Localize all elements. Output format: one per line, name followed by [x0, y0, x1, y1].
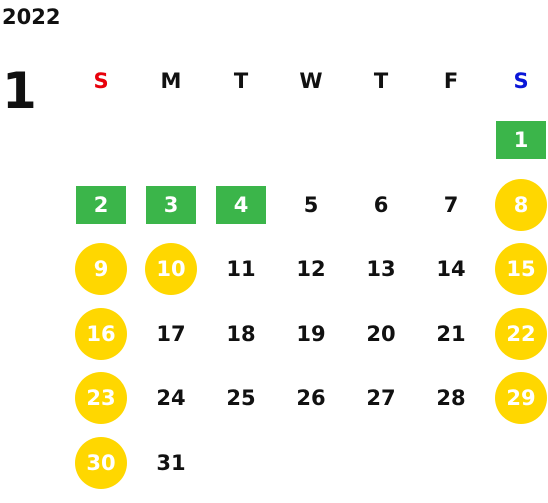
yellow-circle-highlight — [495, 243, 547, 295]
day-cell-18[interactable]: 18 — [206, 302, 276, 367]
weekday-friday: F — [443, 69, 459, 93]
year-label: 2022 — [2, 5, 61, 29]
day-cell-10[interactable]: 10 — [136, 237, 206, 302]
day-cell-24[interactable]: 24 — [136, 366, 206, 431]
weekday-saturday: S — [513, 69, 529, 93]
empty-cell — [66, 108, 136, 173]
day-number: 27 — [366, 386, 396, 411]
green-highlight — [496, 121, 546, 159]
day-number: 9 — [93, 257, 109, 282]
day-number: 18 — [226, 321, 256, 346]
day-cell-28[interactable]: 28 — [416, 366, 486, 431]
day-number: 6 — [373, 192, 389, 217]
yellow-circle-highlight — [495, 372, 547, 424]
day-cell-19[interactable]: 19 — [276, 302, 346, 367]
day-number: 31 — [156, 450, 186, 475]
yellow-circle-highlight — [145, 243, 197, 295]
empty-cell — [276, 431, 346, 496]
day-number: 5 — [303, 192, 319, 217]
weekday-tuesday: T — [233, 69, 249, 93]
day-number: 1 — [513, 128, 529, 153]
day-cell-25[interactable]: 25 — [206, 366, 276, 431]
day-number: 12 — [296, 257, 326, 282]
day-cell-30[interactable]: 30 — [66, 431, 136, 496]
day-cell-21[interactable]: 21 — [416, 302, 486, 367]
month-label: 1 — [2, 62, 37, 120]
day-cell-2[interactable]: 2 — [66, 173, 136, 238]
day-cell-27[interactable]: 27 — [346, 366, 416, 431]
day-number: 8 — [513, 192, 529, 217]
day-number: 19 — [296, 321, 326, 346]
day-number: 3 — [163, 192, 179, 217]
empty-cell — [206, 431, 276, 496]
day-cell-11[interactable]: 11 — [206, 237, 276, 302]
day-number: 13 — [366, 257, 396, 282]
weekday-wednesday: W — [299, 69, 323, 93]
day-cell-12[interactable]: 12 — [276, 237, 346, 302]
day-cell-23[interactable]: 23 — [66, 366, 136, 431]
yellow-circle-highlight — [75, 307, 127, 360]
day-number: 22 — [506, 321, 536, 346]
day-cell-20[interactable]: 20 — [346, 302, 416, 367]
day-cell-4[interactable]: 4 — [206, 173, 276, 238]
weekday-monday: M — [160, 69, 182, 93]
day-cell-16[interactable]: 16 — [66, 302, 136, 367]
green-highlight — [146, 185, 196, 224]
empty-cell — [276, 108, 346, 173]
day-cell-31[interactable]: 31 — [136, 431, 206, 496]
day-cell-15[interactable]: 15 — [486, 237, 548, 302]
day-number: 16 — [86, 321, 116, 346]
day-number: 28 — [436, 386, 466, 411]
empty-cell — [416, 431, 486, 496]
day-number: 29 — [506, 386, 536, 411]
yellow-circle-highlight — [75, 436, 127, 489]
day-cell-22[interactable]: 22 — [486, 302, 548, 367]
day-number: 17 — [156, 321, 186, 346]
empty-cell — [346, 431, 416, 496]
day-cell-5[interactable]: 5 — [276, 173, 346, 238]
day-number: 30 — [86, 450, 116, 475]
day-number: 4 — [233, 192, 249, 217]
day-number: 11 — [226, 257, 256, 282]
empty-cell — [416, 108, 486, 173]
green-highlight — [76, 185, 126, 224]
day-number: 21 — [436, 321, 466, 346]
day-cell-29[interactable]: 29 — [486, 366, 548, 431]
yellow-circle-highlight — [75, 243, 127, 295]
day-number: 2 — [93, 192, 109, 217]
day-number: 14 — [436, 257, 466, 282]
empty-cell — [486, 431, 548, 496]
day-cell-26[interactable]: 26 — [276, 366, 346, 431]
day-cell-3[interactable]: 3 — [136, 173, 206, 238]
day-cell-14[interactable]: 14 — [416, 237, 486, 302]
day-number: 25 — [226, 386, 256, 411]
weekday-sunday: S — [93, 69, 109, 93]
weekday-thursday: T — [373, 69, 389, 93]
day-cell-8[interactable]: 8 — [486, 173, 548, 238]
day-number: 7 — [443, 192, 459, 217]
day-number: 26 — [296, 386, 326, 411]
day-cell-1[interactable]: 1 — [486, 108, 548, 173]
yellow-circle-highlight — [495, 307, 547, 360]
yellow-circle-highlight — [495, 178, 547, 231]
yellow-circle-highlight — [75, 372, 127, 424]
empty-cell — [346, 108, 416, 173]
day-cell-17[interactable]: 17 — [136, 302, 206, 367]
green-highlight — [216, 185, 266, 224]
day-cell-6[interactable]: 6 — [346, 173, 416, 238]
day-cell-7[interactable]: 7 — [416, 173, 486, 238]
day-number: 20 — [366, 321, 396, 346]
day-number: 23 — [86, 386, 116, 411]
day-cell-9[interactable]: 9 — [66, 237, 136, 302]
day-number: 15 — [506, 257, 536, 282]
day-cell-13[interactable]: 13 — [346, 237, 416, 302]
empty-cell — [136, 108, 206, 173]
day-number: 10 — [156, 257, 186, 282]
empty-cell — [206, 108, 276, 173]
day-number: 24 — [156, 386, 186, 411]
